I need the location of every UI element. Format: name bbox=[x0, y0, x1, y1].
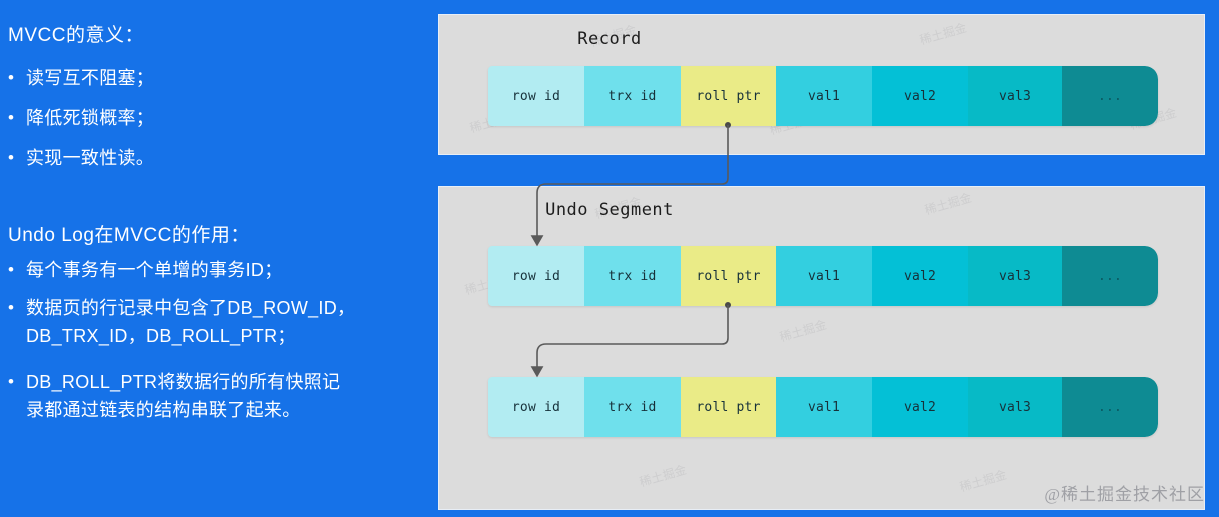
panel-undo-segment: 稀土掘金 稀土掘金 稀土掘金 稀土掘金 稀土掘金 稀土掘金 稀土掘金 稀土掘金 … bbox=[438, 186, 1205, 510]
bullet-marker-icon: • bbox=[8, 68, 14, 87]
list-item: • DB_ROLL_PTR将数据行的所有快照记 录都通过链表的结构串联了起来。 bbox=[8, 368, 433, 424]
list-item: • 读写互不阻塞； bbox=[8, 64, 433, 92]
cell-trx-id: trx id bbox=[584, 246, 681, 306]
section-heading-undo-log: Undo Log在MVCC的作用： bbox=[8, 225, 250, 246]
cell-val1: val1 bbox=[776, 66, 872, 126]
cell-ellipsis: ... bbox=[1062, 246, 1158, 306]
cell-trx-id: trx id bbox=[584, 377, 681, 437]
list-item: • 数据页的行记录中包含了DB_ROW_ID， DB_TRX_ID，DB_ROL… bbox=[8, 294, 433, 350]
tile-watermark: 稀土掘金 bbox=[638, 462, 689, 490]
cell-val1: val1 bbox=[776, 377, 872, 437]
bullet-marker-icon: • bbox=[8, 298, 14, 317]
list-item-text: DB_ROLL_PTR将数据行的所有快照记 录都通过链表的结构串联了起来。 bbox=[26, 372, 341, 420]
list-item-text: 降低死锁概率； bbox=[26, 108, 155, 128]
panel-title-record: Record bbox=[577, 29, 642, 49]
tile-watermark: 稀土掘金 bbox=[778, 317, 829, 345]
left-text-column: MVCC的意义： • 读写互不阻塞； • 降低死锁概率； • 实现一致性读。 U… bbox=[0, 0, 435, 517]
cell-roll-ptr: roll ptr bbox=[681, 377, 776, 437]
bullet-marker-icon: • bbox=[8, 260, 14, 279]
cell-val2: val2 bbox=[872, 66, 968, 126]
bullet-marker-icon: • bbox=[8, 108, 14, 127]
list-item: • 每个事务有一个单增的事务ID； bbox=[8, 256, 433, 284]
bullet-marker-icon: • bbox=[8, 372, 14, 391]
section-heading-mvcc: MVCC的意义： bbox=[8, 25, 144, 46]
cell-val3: val3 bbox=[968, 377, 1062, 437]
record-row: row id trx id roll ptr val1 val2 val3 ..… bbox=[488, 66, 1158, 126]
cell-ellipsis: ... bbox=[1062, 66, 1158, 126]
cell-val3: val3 bbox=[968, 66, 1062, 126]
list-item: • 降低死锁概率； bbox=[8, 104, 433, 132]
cell-roll-ptr: roll ptr bbox=[681, 66, 776, 126]
cell-val2: val2 bbox=[872, 246, 968, 306]
brand-watermark: @稀土掘金技术社区 bbox=[1044, 485, 1205, 504]
cell-roll-ptr: roll ptr bbox=[681, 246, 776, 306]
cell-val3: val3 bbox=[968, 246, 1062, 306]
list-item-text: 数据页的行记录中包含了DB_ROW_ID， DB_TRX_ID，DB_ROLL_… bbox=[26, 298, 356, 346]
undo-row-1: row id trx id roll ptr val1 val2 val3 ..… bbox=[488, 246, 1158, 306]
cell-row-id: row id bbox=[488, 377, 584, 437]
list-item-text: 读写互不阻塞； bbox=[26, 68, 155, 88]
cell-trx-id: trx id bbox=[584, 66, 681, 126]
cell-row-id: row id bbox=[488, 246, 584, 306]
cell-ellipsis: ... bbox=[1062, 377, 1158, 437]
cell-val1: val1 bbox=[776, 246, 872, 306]
list-item: • 实现一致性读。 bbox=[8, 144, 433, 172]
list-item-text: 实现一致性读。 bbox=[26, 148, 155, 168]
cell-row-id: row id bbox=[488, 66, 584, 126]
cell-val2: val2 bbox=[872, 377, 968, 437]
panel-title-undo-segment: Undo Segment bbox=[545, 200, 674, 220]
undo-row-2: row id trx id roll ptr val1 val2 val3 ..… bbox=[488, 377, 1158, 437]
bullet-marker-icon: • bbox=[8, 148, 14, 167]
list-item-text: 每个事务有一个单增的事务ID； bbox=[26, 260, 283, 280]
tile-watermark: 稀土掘金 bbox=[958, 467, 1009, 495]
